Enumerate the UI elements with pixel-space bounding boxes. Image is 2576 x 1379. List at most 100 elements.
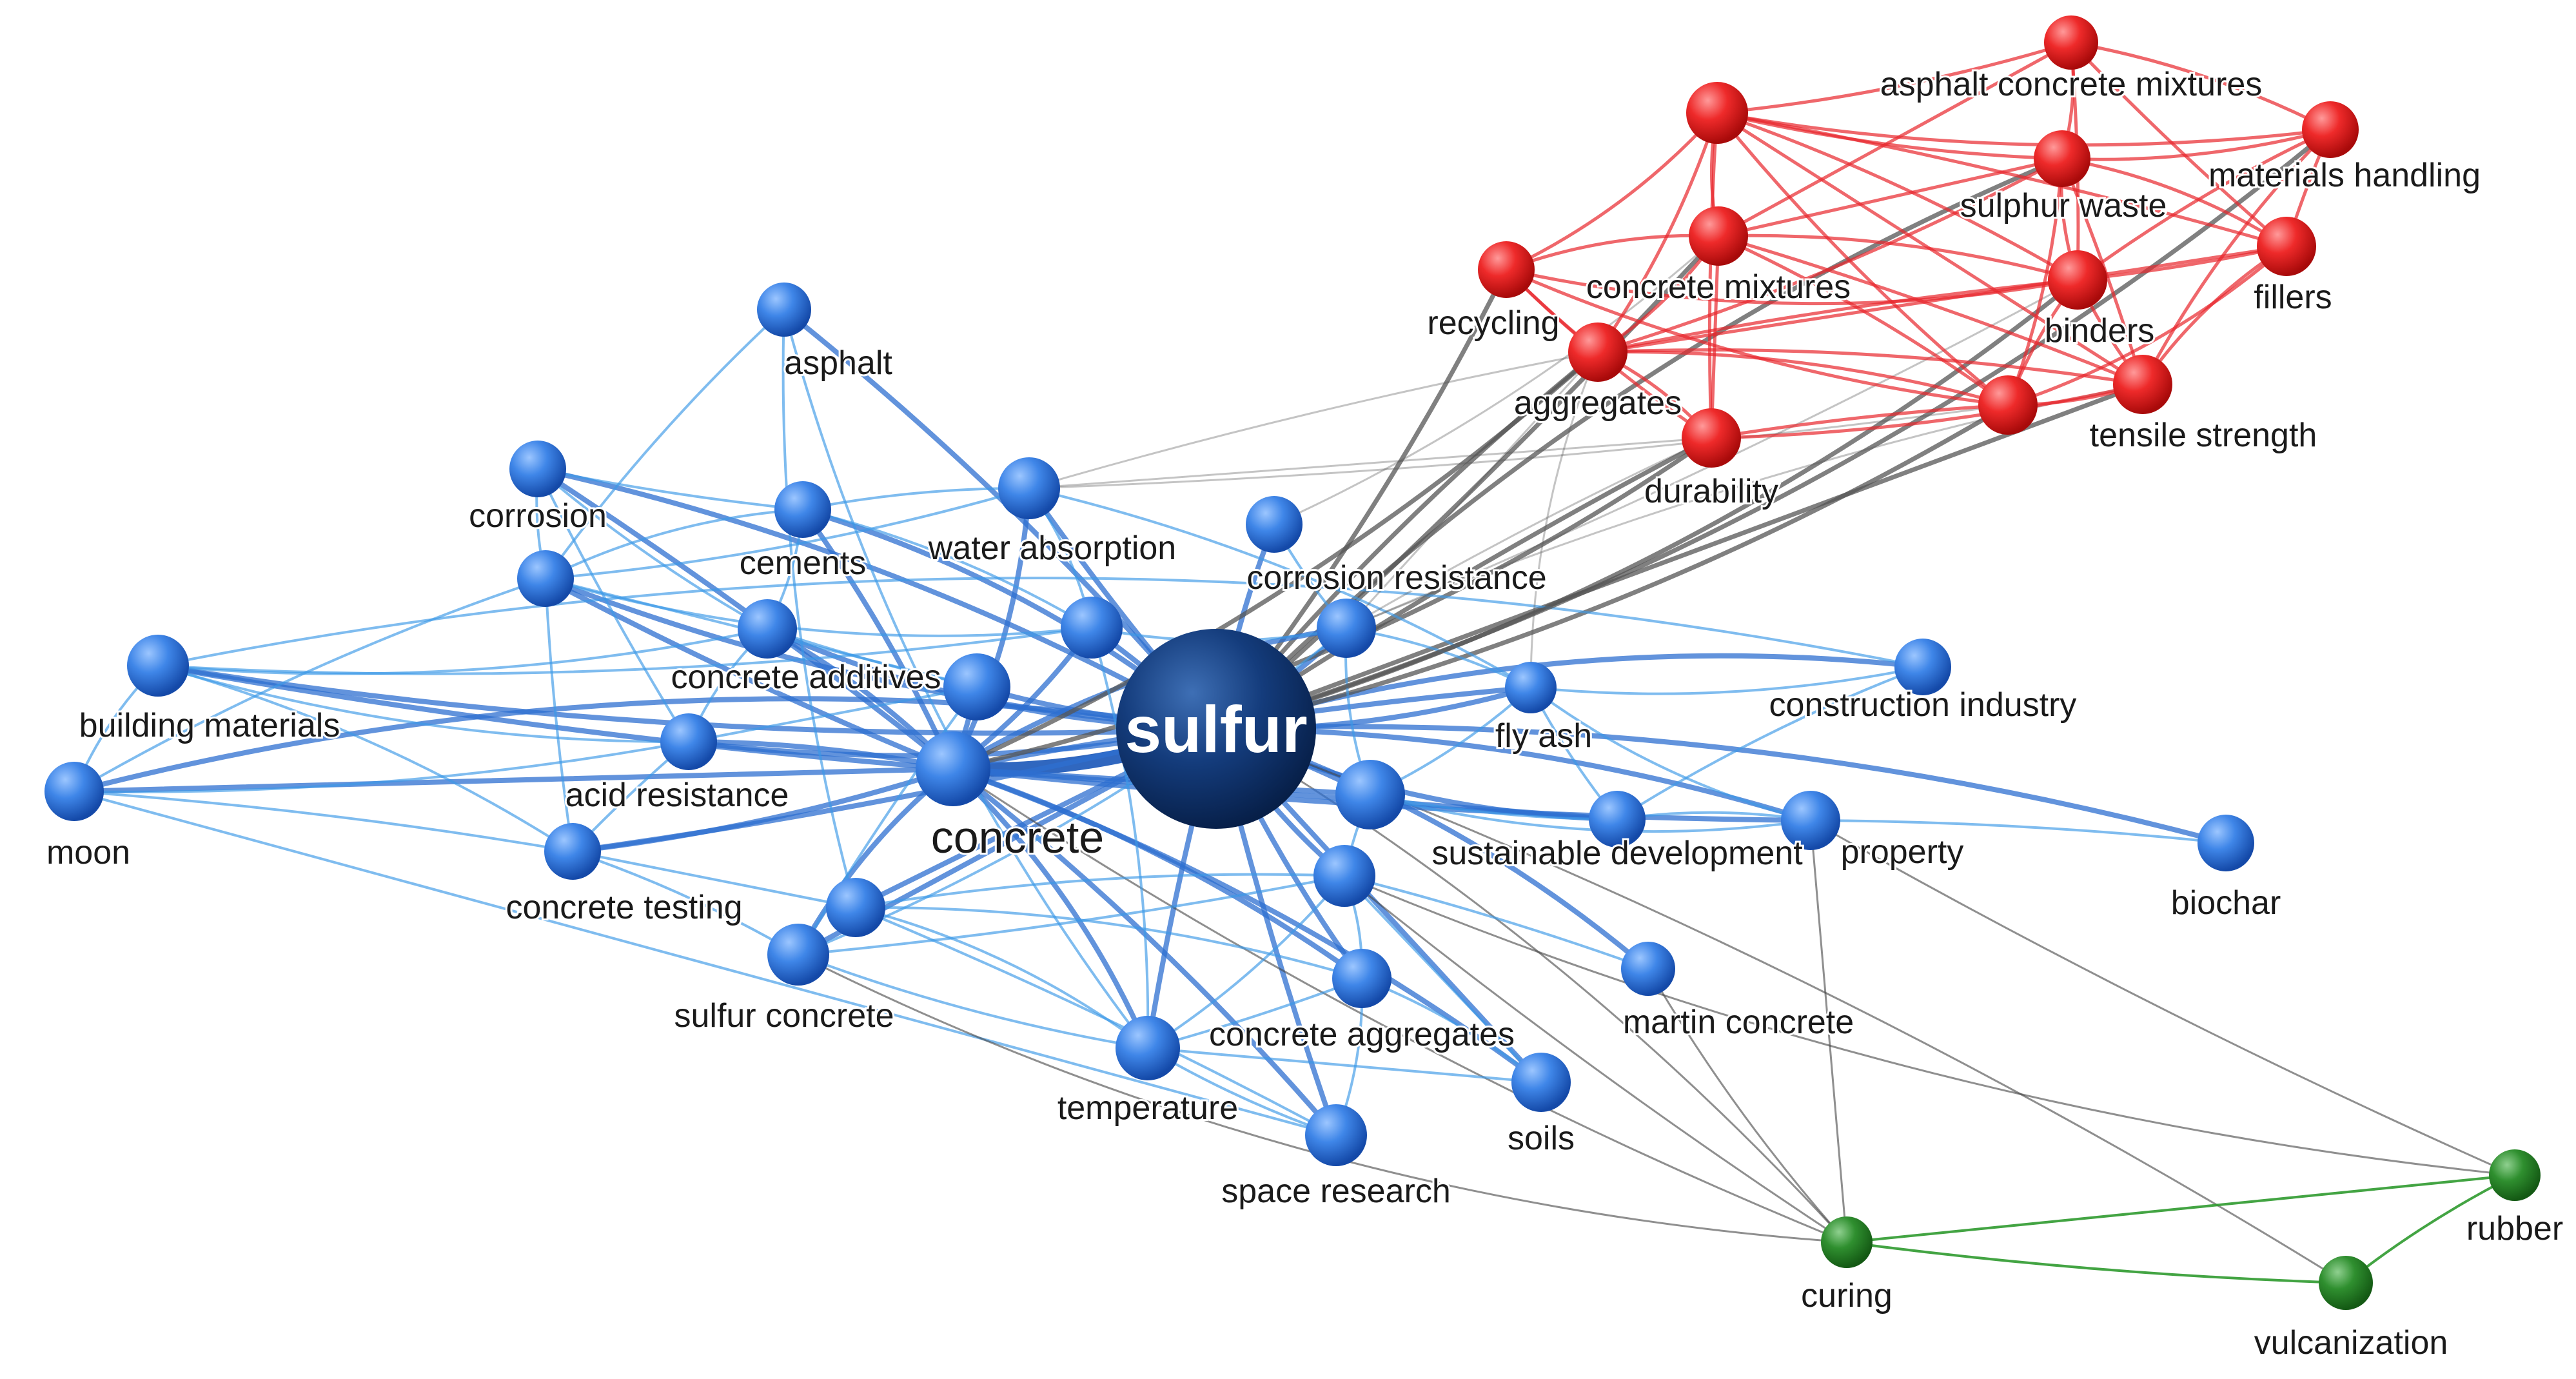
edge-blue-g-curing [1343, 875, 1848, 1244]
edge-corrosion-cements [536, 468, 804, 511]
edge-concrete-water-absorption [950, 486, 1032, 771]
node-water-absorption[interactable] [998, 457, 1060, 519]
node-blue-d[interactable] [826, 878, 885, 937]
edge-corrosion-concrete-additives [536, 468, 769, 630]
label-curing: curing [1801, 1277, 1893, 1315]
label-fly-ash: fly ash [1495, 717, 1592, 755]
node-moon[interactable] [44, 762, 104, 821]
node-vulcanization[interactable] [2319, 1256, 2373, 1310]
edge-red-b-binders [1715, 111, 2079, 282]
edge-aggregates-binders [1596, 278, 2079, 354]
label-recycling: recycling [1427, 304, 1559, 342]
edge-asphalt-concrete-mixtures-red-b [1715, 41, 2073, 115]
node-binders[interactable] [2048, 250, 2107, 310]
edge-concrete-mixtures-red-a [1716, 234, 2010, 407]
node-blue-a[interactable] [517, 550, 574, 607]
node-recycling[interactable] [1478, 241, 1535, 298]
label-sulphur-waste: sulphur waste [1960, 187, 2167, 224]
label-martin-concrete: martin concrete [1623, 1004, 1854, 1041]
node-blue-c[interactable] [1335, 760, 1405, 829]
label-acid-resistance: acid resistance [565, 777, 789, 814]
edge-red-b-durability [1707, 111, 1719, 440]
node-soils[interactable] [1511, 1053, 1571, 1112]
node-construction-industry[interactable] [1894, 639, 1951, 695]
node-sulfur[interactable] [1116, 629, 1316, 829]
edge-tensile-strength-durability [1709, 382, 2145, 440]
node-blue-b[interactable] [943, 653, 1010, 720]
node-corrosion[interactable] [509, 441, 566, 497]
edge-property-curing [1809, 819, 1848, 1244]
node-materials-handling[interactable] [2302, 101, 2359, 158]
node-red-b[interactable] [1686, 82, 1748, 144]
edge-layer [72, 41, 2516, 1284]
edge-blue-e-blue-a [544, 577, 1093, 637]
edge-sulfur-moon [72, 696, 1219, 794]
edge-sulfur-concrete-temperature [797, 953, 1149, 1049]
node-building-materials[interactable] [127, 635, 189, 697]
edge-temperature-soils [1146, 1047, 1542, 1084]
edge-sulphur-waste-materials-handling [2060, 128, 2332, 161]
node-concrete-additives[interactable] [738, 599, 797, 659]
node-concrete[interactable] [916, 731, 990, 806]
node-fly-ash[interactable] [1505, 662, 1557, 713]
label-binders: binders [2045, 312, 2155, 350]
edge-water-absorption-red-a [1028, 404, 2009, 490]
label-corrosion-resistance: corrosion resistance [1246, 559, 1546, 597]
label-sulfur-concrete: sulfur concrete [674, 997, 894, 1035]
node-rubber[interactable] [2489, 1149, 2541, 1201]
edge-concrete-curing [952, 768, 1848, 1244]
node-blue-f[interactable] [1317, 599, 1376, 658]
node-property[interactable] [1781, 791, 1840, 850]
node-asphalt[interactable] [757, 283, 811, 337]
node-asphalt-concrete-mixtures[interactable] [2044, 15, 2098, 70]
node-biochar[interactable] [2197, 815, 2254, 871]
edge-asphalt-temperature [783, 308, 1149, 1049]
node-curing[interactable] [1821, 1216, 1873, 1268]
edge-sustainable-development-construction-industry [1616, 666, 1924, 820]
node-cements[interactable] [774, 481, 831, 538]
node-blue-e[interactable] [1061, 597, 1123, 659]
node-concrete-testing[interactable] [544, 823, 601, 880]
label-fillers: fillers [2254, 279, 2332, 316]
label-tensile-strength: tensile strength [2090, 417, 2317, 454]
edge-property-rubber [1809, 819, 2516, 1176]
node-temperature[interactable] [1116, 1016, 1180, 1080]
edge-materials-handling-binders [2076, 128, 2332, 282]
edge-fillers-red-a [2006, 244, 2288, 407]
node-sustainable-development[interactable] [1589, 791, 1646, 848]
edge-sulfur-concrete-curing [797, 953, 1848, 1244]
label-concrete-additives: concrete additives [671, 659, 941, 696]
label-vulcanization: vulcanization [2254, 1324, 2448, 1362]
edge-fly-ash-aggregates [1529, 351, 1599, 689]
edge-curing-rubber [1845, 1174, 2516, 1244]
edge-cements-blue-e [801, 508, 1093, 629]
node-acid-resistance[interactable] [660, 713, 717, 770]
edge-blue-g-martin-concrete [1343, 875, 1649, 970]
label-rubber: rubber [2466, 1210, 2563, 1247]
node-durability[interactable] [1682, 408, 1741, 468]
edge-building-materials-concrete-additives [157, 628, 769, 675]
node-tensile-strength[interactable] [2113, 355, 2172, 414]
edge-sulphur-waste-concrete-mixtures [1716, 157, 2064, 238]
node-blue-g[interactable] [1313, 845, 1375, 907]
edge-blue-d-temperature [854, 906, 1149, 1049]
node-concrete-mixtures[interactable] [1689, 206, 1748, 266]
edge-curing-vulcanization [1845, 1241, 2347, 1284]
edge-asphalt-concrete-mixtures-fillers [2069, 41, 2288, 248]
edge-sulphur-waste-fillers [2060, 157, 2288, 248]
edge-blue-d-concrete-aggregates [854, 906, 1363, 980]
node-sulphur-waste[interactable] [2034, 130, 2090, 187]
node-red-a[interactable] [1978, 375, 2038, 435]
label-biochar: biochar [2171, 884, 2281, 922]
node-sulfur-concrete[interactable] [767, 924, 829, 986]
node-fillers[interactable] [2257, 217, 2316, 276]
edge-moon-space-research [73, 790, 1337, 1136]
node-space-research[interactable] [1305, 1104, 1367, 1166]
edge-red-b-fillers [1715, 111, 2288, 248]
edge-concrete-concrete-testing [570, 766, 956, 854]
node-concrete-aggregates[interactable] [1332, 949, 1391, 1008]
edge-red-b-red-a [1715, 111, 2010, 407]
node-martin-concrete[interactable] [1621, 942, 1675, 996]
node-corrosion-resistance[interactable] [1246, 496, 1303, 553]
node-aggregates[interactable] [1568, 322, 1627, 382]
